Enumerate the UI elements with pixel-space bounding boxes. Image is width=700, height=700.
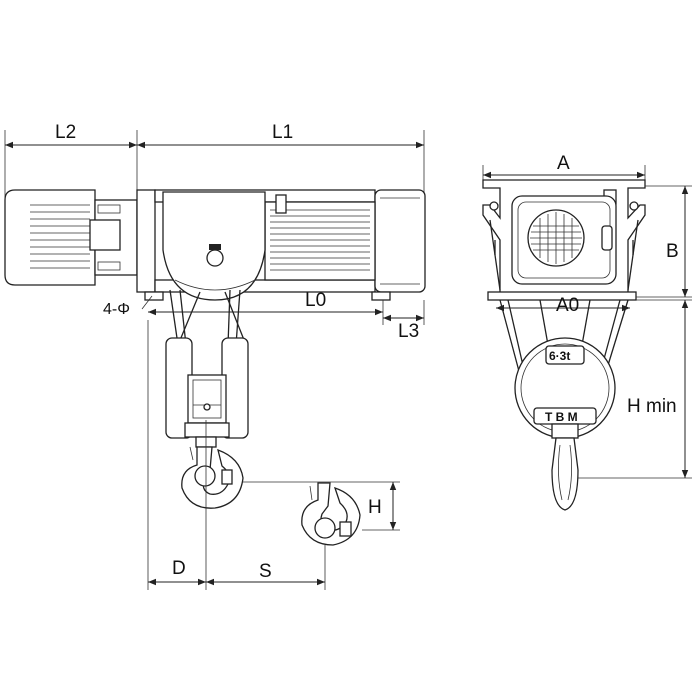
capacity-plate — [545, 345, 585, 365]
end-base-plate — [487, 291, 637, 301]
l0-label: L0 — [305, 290, 326, 311]
hook-block — [165, 337, 249, 448]
l2-label: L2 — [55, 122, 76, 143]
hook-end — [551, 437, 579, 511]
hmin-label: H min — [627, 396, 677, 417]
end-view: A — [482, 153, 692, 511]
side-view: L2 L1 — [4, 122, 426, 590]
capacity-text: 6·3t — [549, 349, 570, 363]
phi-leader — [141, 295, 153, 310]
rope-drum — [264, 194, 376, 281]
l3-label: L3 — [398, 321, 419, 342]
phi-label: 4-Φ — [103, 301, 130, 318]
d-label: D — [172, 558, 186, 579]
motor-grille — [530, 212, 582, 264]
h-label: H — [368, 497, 382, 518]
wheel-left — [489, 201, 499, 211]
wheel-right — [629, 201, 639, 211]
a-label: A — [557, 153, 570, 174]
s-label: S — [259, 561, 272, 582]
brand-text: T B M — [545, 410, 578, 424]
side-struts — [489, 219, 639, 291]
l1-label: L1 — [272, 122, 293, 143]
hook-upper — [301, 482, 361, 546]
a0-label: A0 — [556, 295, 579, 316]
motor — [4, 189, 138, 286]
ropes — [169, 289, 247, 346]
gear-housing — [162, 191, 266, 301]
hook-lower — [181, 446, 244, 509]
b-label: B — [666, 241, 679, 262]
